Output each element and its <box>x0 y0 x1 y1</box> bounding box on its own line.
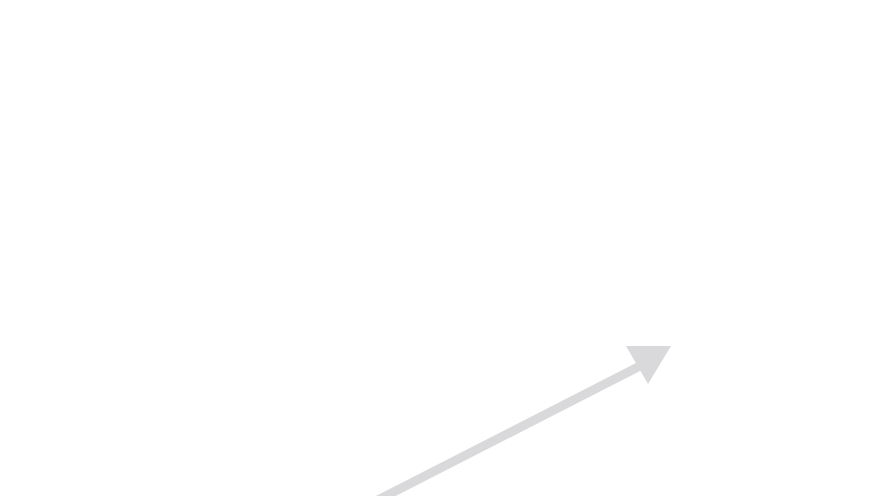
arrow-shaft <box>375 361 643 496</box>
arrow-head <box>626 346 671 384</box>
arrow-up-right-icon <box>375 346 671 496</box>
